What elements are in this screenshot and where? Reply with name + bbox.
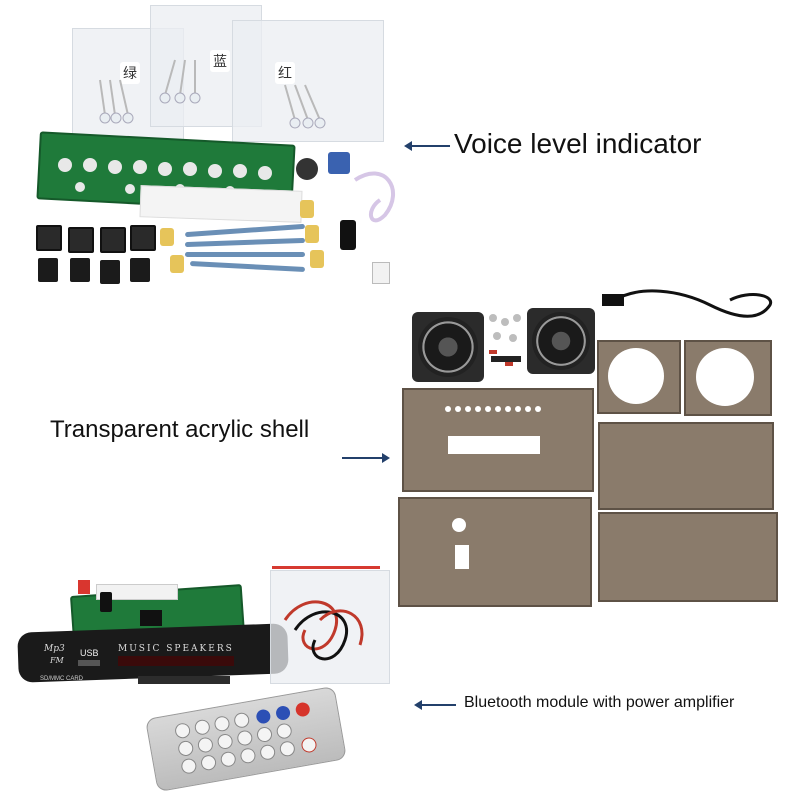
ceramic-capacitor [160,228,174,246]
ic-chip [130,258,150,282]
ceramic-capacitor [310,250,324,268]
acrylic-back-panel [598,512,778,602]
wire-bag [270,570,390,684]
acrylic-top-panel-slot [448,436,540,454]
speaker-right [527,308,595,374]
acrylic-top-panel-holes [445,406,541,412]
resistor [185,252,305,257]
led-display [118,656,234,666]
ic-socket [36,225,62,251]
speaker-left [412,312,484,382]
acrylic-shell-caption: Transparent acrylic shell [50,416,310,443]
acrylic-front-panel [598,422,774,510]
acrylic-side-panel-hole [608,348,664,404]
usb-port [78,660,100,666]
led-bag-green-label: 绿 [120,62,140,84]
led-components [99,59,326,129]
fm-label: FM [50,656,64,665]
ceramic-capacitor [170,255,184,273]
white-connectors [96,584,178,600]
microphone [296,158,318,180]
ceramic-capacitor [300,200,314,218]
led-bag-red-label: 红 [275,62,295,84]
resistor [184,237,306,248]
resistor [189,260,306,273]
card-label: SD/MMC CARD [40,676,83,682]
acrylic-bottom-panel [398,497,592,607]
ic-socket [68,227,94,253]
ic-chip [70,258,90,282]
voice-level-arrow [404,141,450,151]
voice-level-caption: Voice level indicator [454,128,702,159]
red-wire-strip [272,566,380,569]
module-buttons [138,676,230,684]
instruction-sheet [139,185,303,223]
bluetooth-chip [140,610,162,626]
ceramic-capacitor [100,592,112,612]
led-bag-blue-label: 蓝 [210,50,230,72]
red-connector [78,580,90,594]
acrylic-shell-arrow [342,453,390,463]
electrolytic-capacitor [340,220,356,250]
acrylic-bottom-panel-hole [452,518,466,532]
bluetooth-arrow [414,700,456,710]
acrylic-side-panel-hole [696,348,754,406]
usb-label: USB [80,648,99,658]
remote-buttons [175,702,317,774]
acrylic-bottom-panel-slot [455,545,469,569]
ic-chip [100,260,120,284]
potentiometer [328,152,350,174]
ic-socket [130,225,156,251]
resistor [184,223,306,238]
speaker-wires [283,600,364,661]
screws-and-nuts [489,314,521,366]
mp3-label: Mp3 [44,644,65,654]
led-bag-red [232,20,384,142]
usb-power-cable [602,289,773,318]
jumper-wire [353,171,396,223]
connector [372,262,390,284]
bluetooth-caption: Bluetooth module with power amplifier [464,694,735,711]
module-title: MUSIC SPEAKERS [118,644,234,654]
ic-chip [38,258,58,282]
ceramic-capacitor [305,225,319,243]
ic-socket [100,227,126,253]
